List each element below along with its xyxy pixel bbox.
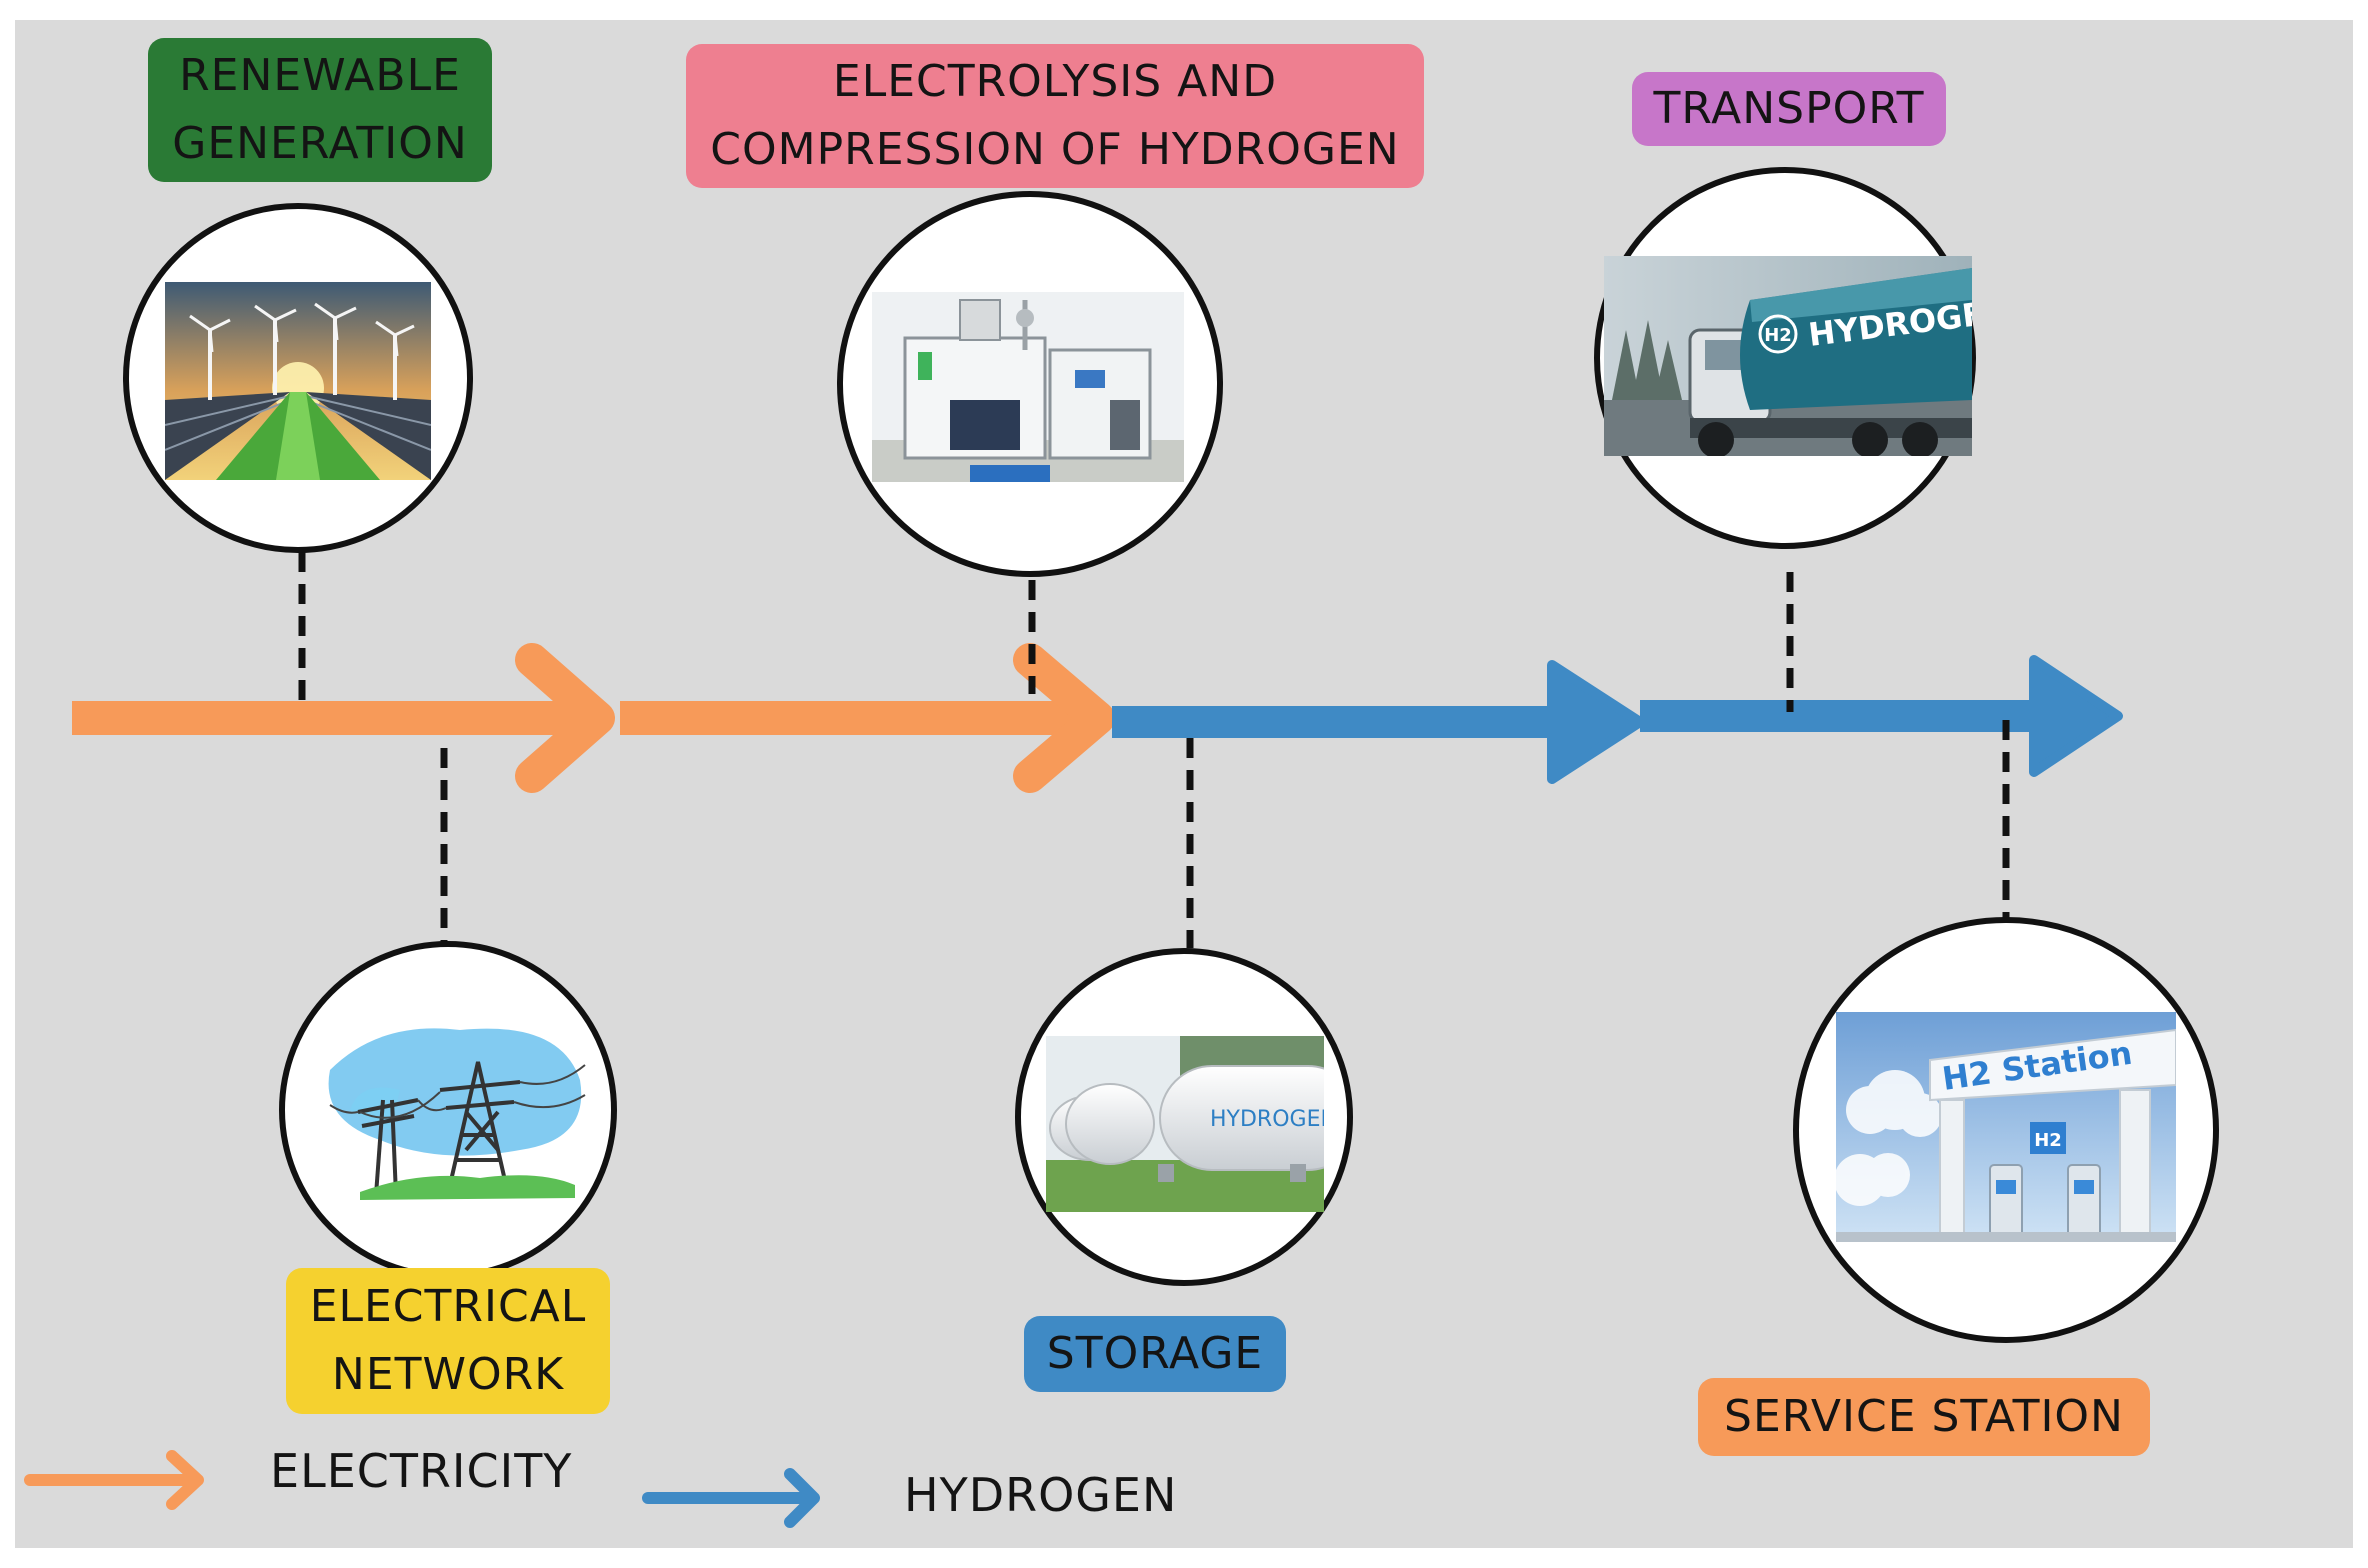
renewable-generation-label: RENEWABLE GENERATION xyxy=(148,38,492,182)
electrolysis-label-line2: COMPRESSION OF HYDROGEN xyxy=(710,124,1400,175)
electrical-network-label: ELECTRICAL NETWORK xyxy=(286,1268,610,1414)
transport-label-text: TRANSPORT xyxy=(1653,83,1925,134)
transport-circle: H2 HYDROGEN xyxy=(1594,167,1976,549)
electricity-flow-arrow-1 xyxy=(72,643,615,793)
hydrogen-flow-arrow-2 xyxy=(1640,655,2123,777)
tank-hydrogen-text: HYDROGEN H2 xyxy=(1210,1107,1374,1132)
legend-electricity-arrow xyxy=(24,1450,204,1510)
legend-hydrogen-arrow xyxy=(642,1468,820,1528)
hydrogen-flow-arrow-1 xyxy=(1112,660,1645,784)
legend-hydrogen-label: HYDROGEN xyxy=(904,1468,1178,1522)
service-station-label: SERVICE STATION xyxy=(1698,1378,2150,1456)
power-lines-icon xyxy=(328,1028,586,1200)
h2-station-icon: H2 Station H2 xyxy=(1836,1012,2176,1242)
electrical-network-circle xyxy=(279,941,617,1279)
electrolysis-label-line1: ELECTROLYSIS AND xyxy=(832,56,1278,107)
pump-h2-badge: H2 xyxy=(2034,1130,2062,1151)
service-station-circle: H2 Station H2 xyxy=(1793,917,2219,1343)
legend-electricity-label: ELECTRICITY xyxy=(270,1444,573,1498)
hydrogen-tanks-icon: HYDROGEN H2 xyxy=(1046,1036,1374,1212)
renewable-generation-label-line1: RENEWABLE xyxy=(179,50,461,101)
renewable-generation-label-line2: GENERATION xyxy=(172,118,468,169)
electrical-network-label-line1: ELECTRICAL xyxy=(309,1281,587,1332)
renewable-generation-circle xyxy=(123,203,473,553)
electrical-network-label-line2: NETWORK xyxy=(331,1349,565,1400)
service-station-label-text: SERVICE STATION xyxy=(1724,1391,2124,1442)
storage-label: STORAGE xyxy=(1024,1316,1286,1392)
electrolysis-label: ELECTROLYSIS AND COMPRESSION OF HYDROGEN xyxy=(686,44,1424,188)
transport-label: TRANSPORT xyxy=(1632,72,1946,146)
truck-h2-badge: H2 xyxy=(1764,325,1792,346)
connector-lines xyxy=(298,552,2010,948)
storage-label-text: STORAGE xyxy=(1046,1328,1264,1379)
electricity-flow-arrow-2 xyxy=(620,643,1115,793)
hydrogen-tanker-truck-icon: H2 HYDROGEN xyxy=(1604,256,1972,456)
electrolysis-circle xyxy=(837,191,1223,577)
storage-circle: HYDROGEN H2 xyxy=(1015,948,1374,1286)
wind-solar-farm-icon xyxy=(165,282,431,480)
electrolyzer-container-icon xyxy=(872,292,1184,482)
